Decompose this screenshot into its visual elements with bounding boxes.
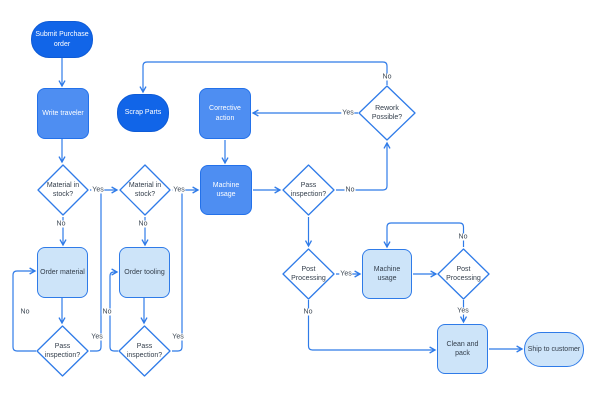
node-label: Pass inspection? xyxy=(290,181,327,198)
edge-rework-possible-no-to-scrap-parts xyxy=(139,61,388,94)
edge-label-yes: Yes xyxy=(172,186,186,194)
node-label: Ship to customer xyxy=(527,345,581,353)
edge-label-no: No xyxy=(381,73,393,81)
node-label: Material in stock? xyxy=(46,181,80,198)
edge-label-no: No xyxy=(137,220,149,228)
edge-post-processing-2-no-loop-to-machine-usage-2 xyxy=(383,222,465,249)
edge-label-no: No xyxy=(55,220,67,228)
edge-label-yes: Yes xyxy=(171,333,185,341)
edge-post-processing-1-no-to-clean-and-pack xyxy=(307,300,437,354)
node-label: Clean and pack xyxy=(446,340,479,357)
node-corrective-action: Corrective action xyxy=(199,88,251,139)
node-label: Pass inspection? xyxy=(126,342,163,359)
edge-label-yes: Yes xyxy=(339,270,353,278)
edge-label-yes: Yes xyxy=(91,186,105,194)
node-label: Post Processing xyxy=(446,265,481,282)
node-label: Material in stock? xyxy=(128,181,162,198)
edge-pass-inspection-2-yes-merge xyxy=(172,191,183,352)
node-post-processing-2: Post Processing xyxy=(437,248,490,300)
edge-label-yes: Yes xyxy=(456,307,470,315)
node-order-tooling: Order tooling xyxy=(119,247,170,298)
node-label: Post Processing xyxy=(291,265,326,282)
node-label: Rework Possible? xyxy=(371,104,403,121)
decision-diamond-shape xyxy=(282,164,335,216)
node-order-material: Order material xyxy=(37,247,88,298)
decision-diamond-shape xyxy=(282,248,335,300)
node-label: Pass inspection? xyxy=(44,342,81,359)
node-pass-inspection-1: Pass inspection? xyxy=(36,325,89,377)
node-ship-to-customer: Ship to customer xyxy=(524,332,584,367)
edge-pass-inspection-1-no-loop-to-order-material xyxy=(12,267,37,352)
decision-diamond-shape xyxy=(119,164,171,216)
node-material-in-stock-2: Material in stock? xyxy=(119,164,171,216)
decision-diamond-shape xyxy=(118,325,171,377)
node-label: Corrective action xyxy=(209,105,241,122)
node-label: Machine usage xyxy=(373,265,401,282)
decision-diamond-shape xyxy=(37,164,89,216)
node-scrap-parts: Scrap Parts xyxy=(117,94,169,132)
node-submit-purchase-order: Submit Purchase order xyxy=(31,21,93,58)
edge-label-yes: Yes xyxy=(341,109,355,117)
edge-label-no: No xyxy=(302,308,314,316)
edge-label-no: No xyxy=(19,308,31,316)
node-pass-inspection-3: Pass inspection? xyxy=(282,164,335,216)
edge-pass-inspection-1-yes-merge xyxy=(90,191,102,352)
node-write-traveler: Write traveler xyxy=(37,88,89,139)
node-rework-possible: Rework Possible? xyxy=(358,85,416,141)
decision-diamond-shape xyxy=(437,248,490,300)
decision-diamond-shape xyxy=(36,325,89,377)
node-label: Submit Purchase order xyxy=(35,31,89,48)
node-label: Order material xyxy=(40,268,85,276)
node-machine-usage-2: Machine usage xyxy=(362,249,412,299)
node-label: Write traveler xyxy=(42,109,84,117)
edge-label-no: No xyxy=(457,233,469,241)
node-label: Order tooling xyxy=(124,268,165,276)
node-machine-usage-1: Machine usage xyxy=(200,165,252,215)
edge-pass-inspection-3-no-to-rework-possible xyxy=(336,141,391,191)
edge-label-yes: Yes xyxy=(90,333,104,341)
node-label: Scrap Parts xyxy=(124,109,162,117)
node-clean-and-pack: Clean and pack xyxy=(437,324,488,374)
edge-label-no: No xyxy=(101,308,113,316)
node-pass-inspection-2: Pass inspection? xyxy=(118,325,171,377)
decision-diamond-shape xyxy=(358,85,416,141)
node-material-in-stock-1: Material in stock? xyxy=(37,164,89,216)
edge-label-no: No xyxy=(344,186,356,194)
node-post-processing-1: Post Processing xyxy=(282,248,335,300)
node-label: Machine usage xyxy=(212,181,240,198)
